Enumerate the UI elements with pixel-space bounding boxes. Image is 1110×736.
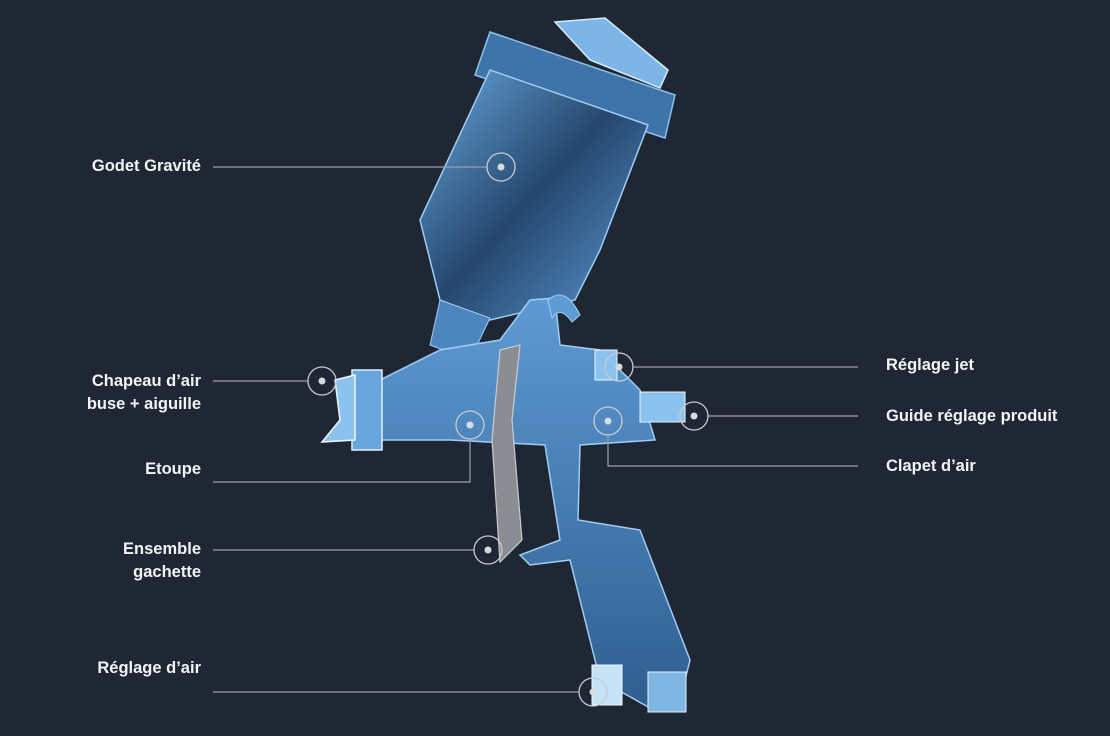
hotspot-ensemble[interactable] [473, 535, 503, 565]
label-ensemble: Ensemble gachette [123, 538, 201, 584]
hotspot-reglage-air[interactable] [578, 677, 608, 707]
label-clapet: Clapet d’air [886, 457, 976, 475]
hotspot-clapet[interactable] [593, 406, 623, 436]
label-ensemble-line2: gachette [133, 563, 201, 581]
trigger [491, 344, 523, 564]
label-chapeau-line1: Chapeau d’air [91, 372, 201, 390]
label-chapeau-line2: buse + aiguille [86, 395, 201, 413]
hotspot-etoupe[interactable] [455, 410, 485, 440]
hotspot-godet[interactable] [486, 152, 516, 182]
hotspot-guide[interactable] [679, 401, 709, 431]
label-chapeau: Chapeau d’air buse + aiguille [87, 370, 201, 416]
label-guide: Guide réglage produit [886, 407, 1058, 425]
hotspot-chapeau[interactable] [307, 366, 337, 396]
label-ensemble-line1: Ensemble [123, 540, 201, 558]
hotspot-reglage-jet[interactable] [604, 352, 634, 382]
gravity-cup [419, 17, 676, 361]
label-etoupe: Etoupe [145, 460, 201, 478]
label-reglage-jet: Réglage jet [886, 356, 975, 374]
gun-body [320, 294, 691, 713]
label-godet: Godet Gravité [91, 157, 201, 175]
label-reglage-air: Réglage d’air [97, 659, 201, 677]
